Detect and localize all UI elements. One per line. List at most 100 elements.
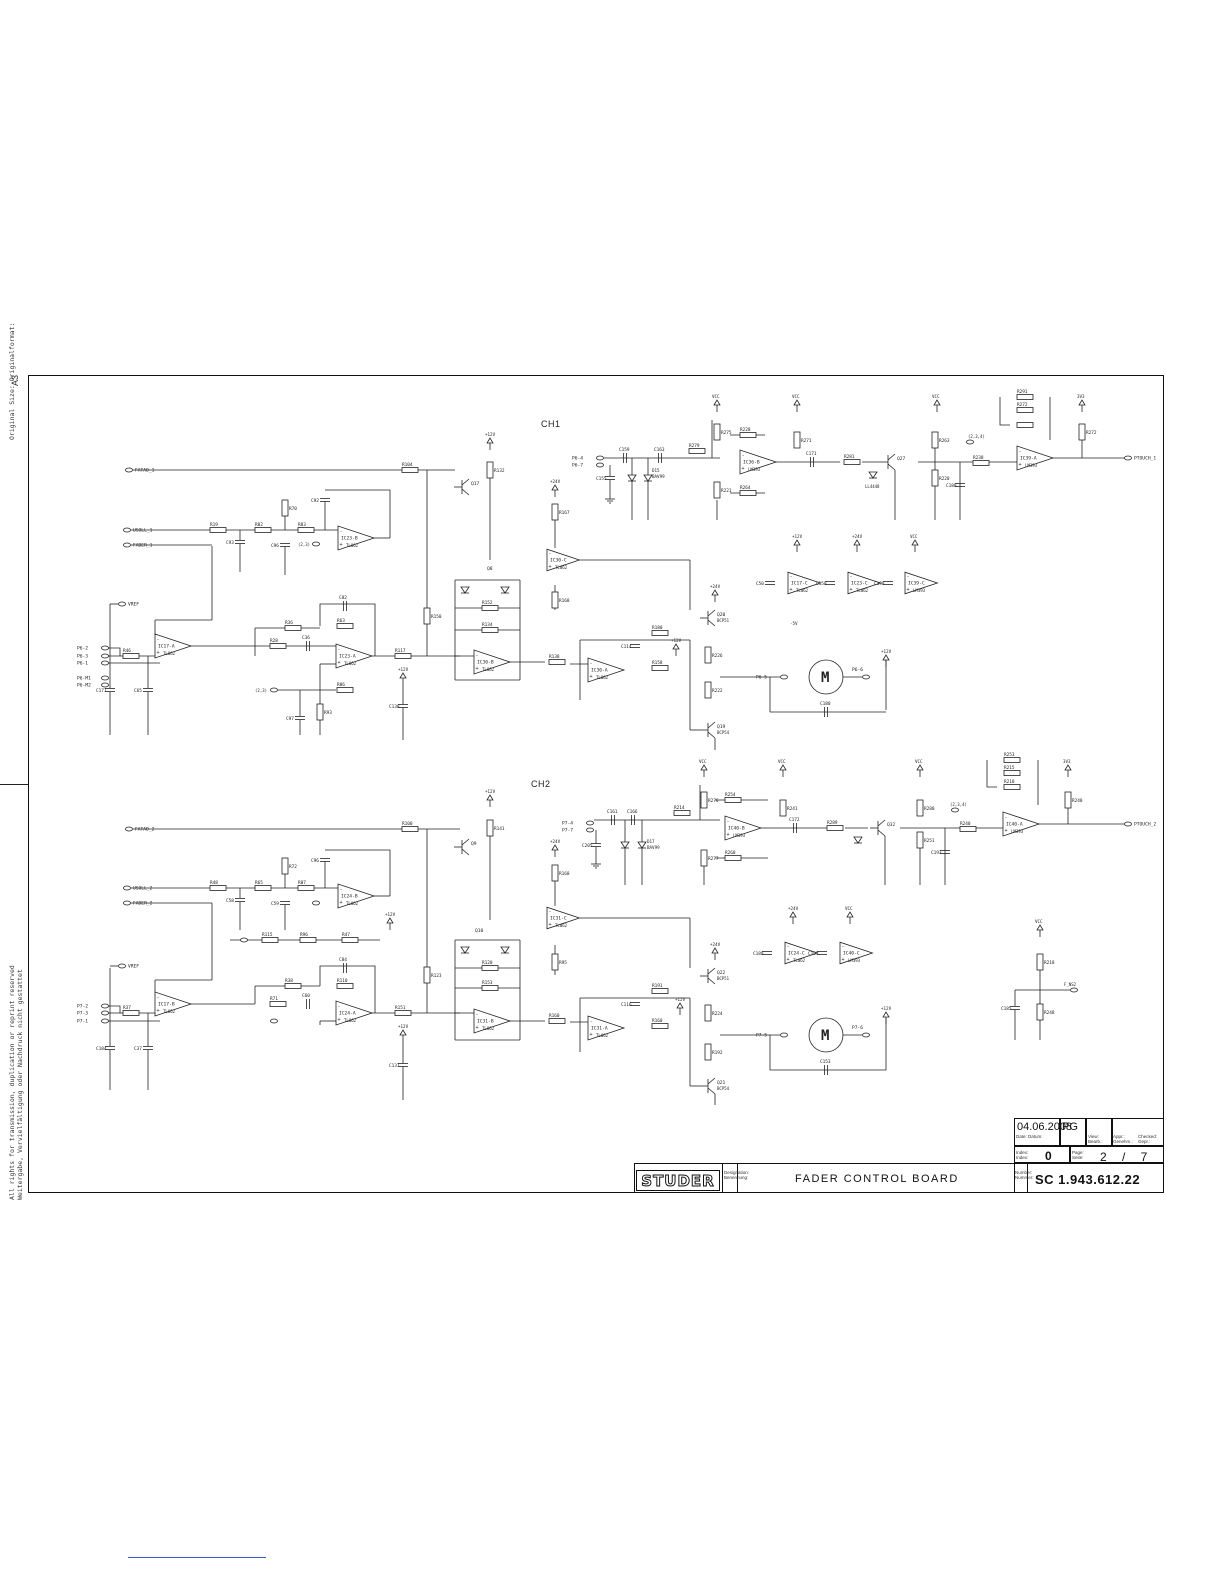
motor	[808, 1017, 844, 1053]
view-caption: View: Bearb.:	[1088, 1134, 1103, 1144]
connector-pin	[270, 1018, 278, 1024]
ic-label: IC17-A	[158, 644, 175, 650]
pin-minus: -	[476, 653, 479, 659]
ic-type-label: TL062	[163, 651, 176, 656]
connector-pin	[780, 1032, 788, 1038]
supply-arrow	[551, 484, 559, 491]
resistor	[826, 825, 844, 831]
resistor-label: R272	[1086, 430, 1097, 436]
connector-pin	[118, 601, 126, 607]
capacitor-label: C60	[302, 993, 310, 999]
connector-pin	[118, 963, 126, 969]
ic-type-label: TL062	[344, 661, 357, 666]
resistor	[1016, 394, 1034, 400]
resistor	[779, 799, 787, 817]
resistor-label: R180	[652, 625, 663, 631]
diode-type: BAV99	[652, 474, 665, 479]
supply-label: +12V	[485, 432, 496, 437]
ic-type-label: TL062	[796, 588, 809, 593]
resistor	[548, 1018, 566, 1024]
drawing-number: SC 1.943.612.22	[1035, 1172, 1141, 1187]
resistor-label: R275	[721, 430, 732, 436]
diode	[500, 586, 510, 594]
resistor-label: R214	[674, 805, 685, 811]
resistor	[281, 857, 289, 875]
resistor	[336, 687, 354, 693]
resistor-label: R63	[337, 618, 345, 624]
resistor	[713, 481, 721, 499]
opamp	[904, 571, 939, 595]
supply-label: +24V	[710, 584, 721, 589]
ic-type-label: TL062	[346, 543, 359, 548]
capacitor-label: C166	[627, 809, 638, 815]
supply-arrow	[676, 1002, 684, 1009]
resistor-label: R279	[689, 443, 700, 449]
transistor-type: BCP51	[717, 976, 730, 981]
resistor	[261, 937, 279, 943]
supply-label: VCC	[778, 759, 786, 764]
resistor-label: R96	[300, 932, 308, 938]
ic-label: IC17-B	[158, 1002, 175, 1008]
capacitor-label: C50	[756, 581, 764, 587]
resistor-label: R83	[298, 522, 306, 528]
resistor	[1064, 791, 1072, 809]
resistor	[122, 653, 140, 659]
connector-pin	[312, 541, 320, 547]
supply-arrow	[1078, 399, 1086, 406]
supply-label: +12V	[671, 638, 682, 643]
capacitor-label: C96	[311, 858, 319, 864]
capacitor-label: C193	[931, 850, 942, 856]
resistor	[336, 623, 354, 629]
resistor	[1003, 757, 1021, 763]
resistor	[1016, 422, 1034, 428]
resistor-label: R70	[289, 506, 297, 512]
supply-label: VCC	[1035, 919, 1043, 924]
supply-arrow	[399, 672, 407, 679]
connector-pin	[125, 826, 133, 832]
resistor-label: R238	[973, 455, 984, 461]
resistor-label: R191	[652, 983, 663, 989]
supply-arrow	[386, 917, 394, 924]
connector-label: P7-6	[852, 1025, 863, 1031]
connector-pin	[270, 687, 278, 693]
channel-1-label: CH1	[541, 419, 561, 429]
diode	[620, 841, 630, 849]
pin-minus: -	[1019, 449, 1022, 455]
pin-plus: +	[549, 564, 552, 570]
supply-arrow	[789, 911, 797, 918]
diode-label: D15	[652, 468, 660, 473]
capacitor-label: C171	[96, 688, 107, 694]
connector-pin	[125, 467, 133, 473]
resistor	[1003, 770, 1021, 776]
supply-arrow	[399, 1029, 407, 1036]
opamp	[337, 883, 376, 909]
capacitor-label: C184	[96, 1046, 107, 1052]
pin-minus: -	[590, 1019, 593, 1025]
opamp	[154, 633, 193, 659]
connector-pin	[101, 645, 109, 651]
net-label: (2,3,4)	[950, 802, 967, 807]
ic-type-label: TL062	[793, 958, 806, 963]
capacitor-label: C84	[339, 957, 347, 963]
resistor	[724, 855, 742, 861]
pin-minus: -	[338, 1004, 341, 1010]
resistor	[401, 467, 419, 473]
supply-label: +12V	[675, 997, 686, 1002]
supply-arrow	[779, 764, 787, 771]
pin-plus: +	[907, 587, 910, 593]
capacitor-label: C138	[389, 704, 400, 710]
index-caption: Index: Index:	[1016, 1150, 1029, 1160]
connector-label: P7-4	[562, 821, 573, 827]
resistor-label: R168	[559, 598, 570, 604]
resistor	[843, 459, 861, 465]
pin-minus: -	[157, 995, 160, 1001]
supply-arrow	[1036, 924, 1044, 931]
transistor-type: BCP54	[717, 1086, 730, 1091]
pin-minus: -	[340, 887, 343, 893]
supply-arrow	[933, 399, 941, 406]
ic-type-label: TL062	[482, 1026, 495, 1031]
connector-pin	[862, 1032, 870, 1038]
supply-arrow	[486, 437, 494, 444]
connector-label: P7-1	[77, 1019, 88, 1025]
supply-label: +12V	[881, 1006, 892, 1011]
